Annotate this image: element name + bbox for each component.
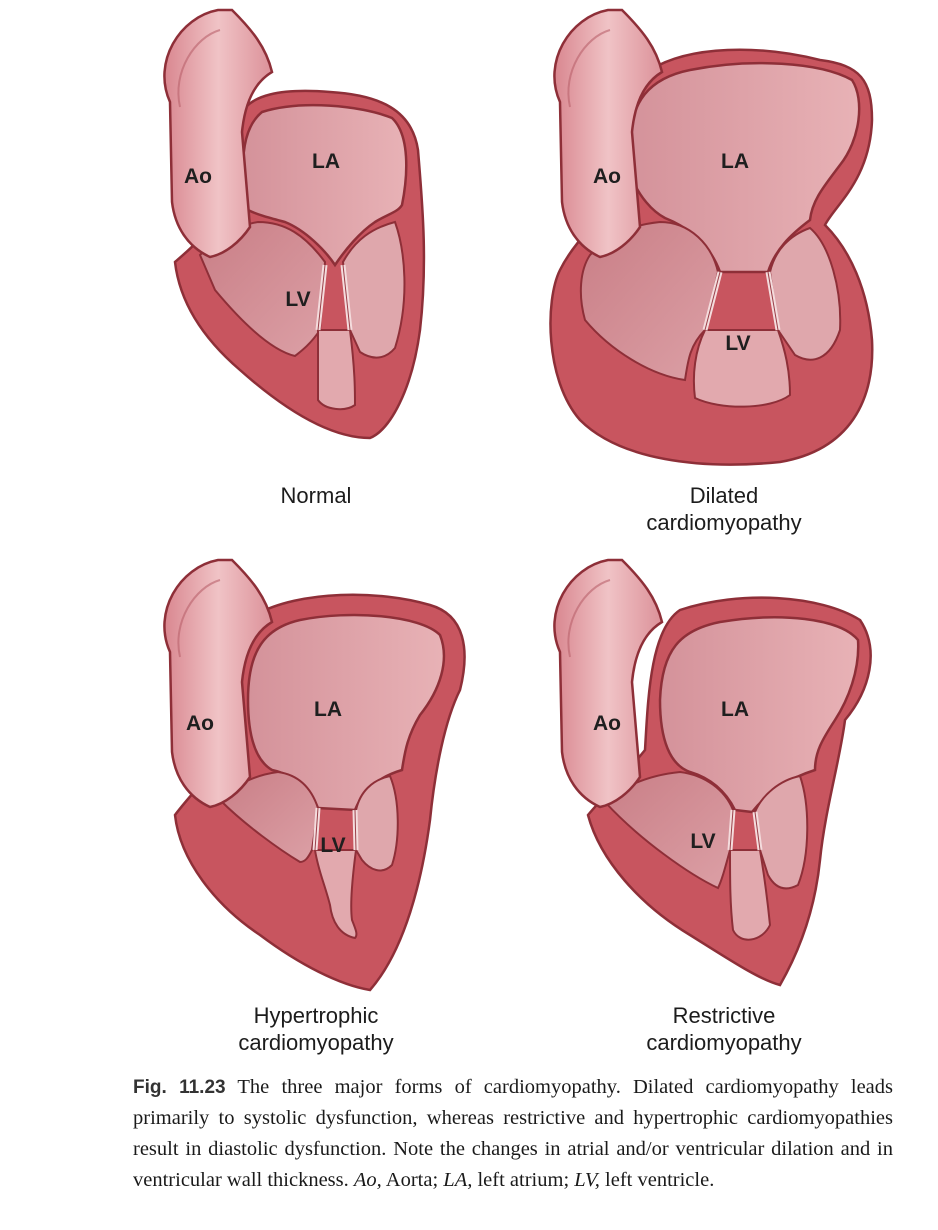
left-ventricle <box>218 770 320 864</box>
title-line: Dilated <box>689 483 759 508</box>
title-line: cardiomyopathy <box>646 510 802 535</box>
label-la: LA <box>314 698 342 721</box>
panel-title-normal: Normal <box>166 482 466 509</box>
title-line: cardiomyopathy <box>238 1030 394 1055</box>
label-ao: Ao <box>184 165 212 188</box>
label-lv: LV <box>690 830 715 853</box>
figure: Ao LA LV Ao LA LV Ao LA LV <box>163 8 874 1056</box>
ventricle-apex <box>313 849 358 940</box>
ventricle-apex <box>692 329 792 408</box>
figure-number: Fig. 11.23 <box>133 1077 226 1098</box>
panel-restrictive: Ao LA LV <box>553 558 872 987</box>
abbr-lv: LV, <box>574 1169 600 1191</box>
panel-dilated: Ao LA LV <box>549 8 874 466</box>
caption-text: The three major forms of cardiomyopathy.… <box>133 1076 893 1191</box>
ventricle-cavity-right <box>768 226 842 361</box>
def-la: left atrium; <box>477 1169 570 1191</box>
left-atrium <box>658 616 860 814</box>
left-atrium <box>241 103 408 268</box>
abbr-la: LA, <box>443 1169 473 1191</box>
figure-caption: Fig. 11.23 The three major forms of card… <box>133 1072 893 1196</box>
ventricle-cavity-right <box>355 774 399 872</box>
title-line: cardiomyopathy <box>646 1030 802 1055</box>
title-line: Hypertrophic <box>253 1003 379 1028</box>
ventricle-cavity-right <box>753 774 809 890</box>
ventricle-apex <box>728 849 772 941</box>
label-la: LA <box>721 698 749 721</box>
def-ao: Aorta; <box>385 1169 439 1191</box>
ventricle-cavity-right <box>341 220 406 359</box>
cardiomyopathy-illustration: Ao LA LV Ao LA LV Ao LA LV <box>163 8 874 992</box>
label-ao: Ao <box>186 712 214 735</box>
panel-hypertrophic: Ao LA LV <box>163 558 466 992</box>
left-ventricle <box>579 220 720 382</box>
panel-normal: Ao LA LV <box>163 8 426 440</box>
title-line: Normal <box>280 483 352 508</box>
label-lv: LV <box>320 834 345 857</box>
label-lv: LV <box>285 288 310 311</box>
title-line: Restrictive <box>672 1003 776 1028</box>
label-lv: LV <box>725 332 750 355</box>
panel-title-dilated: Dilated cardiomyopathy <box>574 482 874 536</box>
label-la: LA <box>312 150 340 173</box>
panel-title-restrictive: Restrictive cardiomyopathy <box>574 1002 874 1056</box>
ventricle-apex <box>317 329 357 411</box>
label-ao: Ao <box>593 165 621 188</box>
label-la: LA <box>721 150 749 173</box>
def-lv: left ventricle. <box>605 1169 715 1191</box>
label-ao: Ao <box>593 712 621 735</box>
abbr-ao: Ao, <box>353 1169 382 1191</box>
panel-title-hypertrophic: Hypertrophic cardiomyopathy <box>166 1002 466 1056</box>
